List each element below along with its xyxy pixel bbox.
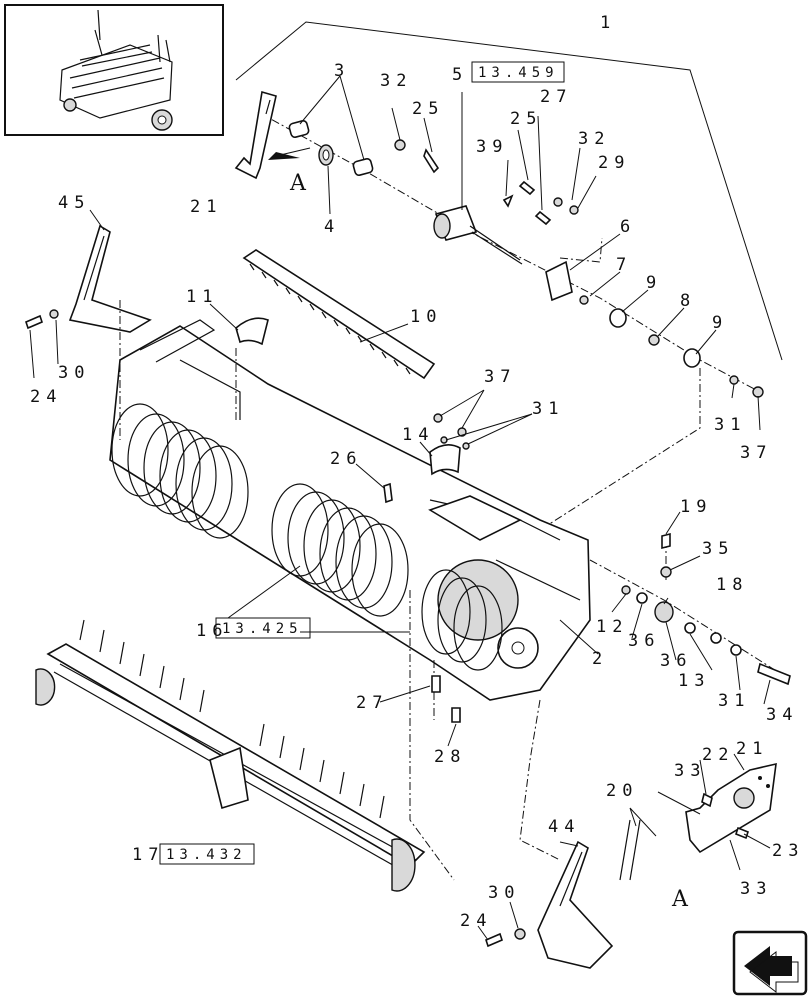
ref-part-17: 13.432 [166,847,247,863]
callout-29: 29 [598,153,630,173]
callout-2: 2 [592,649,608,669]
callout-7: 7 [616,255,632,275]
callout-26: 26 [330,449,362,469]
callout-23: 23 [772,841,804,861]
callout-32-left: 32 [380,71,412,91]
callout-21-detail: 21 [736,739,768,759]
callout-33-lower: 33 [740,879,772,899]
callout-8: 8 [680,291,696,311]
callout-25-left: 25 [412,99,444,119]
callout-9-upper: 9 [646,273,662,293]
callout-24-left: 24 [30,387,62,407]
callout-32-right: 32 [578,129,610,149]
ref-part-5: 13.459 [478,65,559,81]
callout-11: 11 [186,287,218,307]
view-label-a-top: A [289,171,307,196]
callout-39: 39 [476,137,508,157]
callout-44: 44 [548,817,580,837]
callout-22: 22 [702,745,734,765]
callout-18: 18 [716,575,748,595]
callout-1: 1 [600,13,616,33]
callout-13: 13 [678,671,710,691]
callout-27-lower: 27 [356,693,388,713]
callout-25-right: 25 [510,109,542,129]
callout-12: 12 [596,617,628,637]
machine-thumbnail-icon [4,4,224,136]
spring-tines [111,403,503,671]
callout-9-lower: 9 [712,313,728,333]
callout-4: 4 [324,217,340,237]
part-45-guard [68,224,152,333]
callout-30-bottom: 30 [488,883,520,903]
callout-35: 35 [702,539,734,559]
detail-a-bracket [619,762,777,881]
callout-19: 19 [680,497,712,517]
part-5-shaft [433,205,523,265]
callout-24-bottom: 24 [460,911,492,931]
callout-30-left: 30 [58,363,90,383]
callout-31-upper: 31 [532,399,564,419]
callout-37-right: 37 [740,443,772,463]
part-21-bracket [234,90,277,180]
callout-36-left: 36 [628,631,660,651]
callout-36-right: 36 [660,651,692,671]
callout-20: 20 [606,781,638,801]
callout-5: 5 [452,65,468,85]
callout-21-top: 21 [190,197,222,217]
callout-6: 6 [620,217,636,237]
callout-28: 28 [434,747,466,767]
callout-37-upper: 37 [484,367,516,387]
ref-part-16: 13.425 [222,621,303,637]
previous-page-arrow-icon[interactable] [732,930,808,996]
callout-10: 10 [410,307,442,327]
callout-27-top: 27 [540,87,572,107]
callout-33-upper: 33 [674,761,706,781]
callout-34: 34 [766,705,798,725]
part-44-guard [537,840,614,969]
callout-3: 3 [334,61,350,81]
callout-45: 45 [58,193,90,213]
callout-31-right: 31 [714,415,746,435]
part-17-reel [35,619,426,892]
callout-31-lower: 31 [718,691,750,711]
part-10-comb [242,249,436,380]
callout-14: 14 [402,425,434,445]
view-label-a-bottom: A [671,887,689,912]
callout-17: 17 [132,845,164,865]
